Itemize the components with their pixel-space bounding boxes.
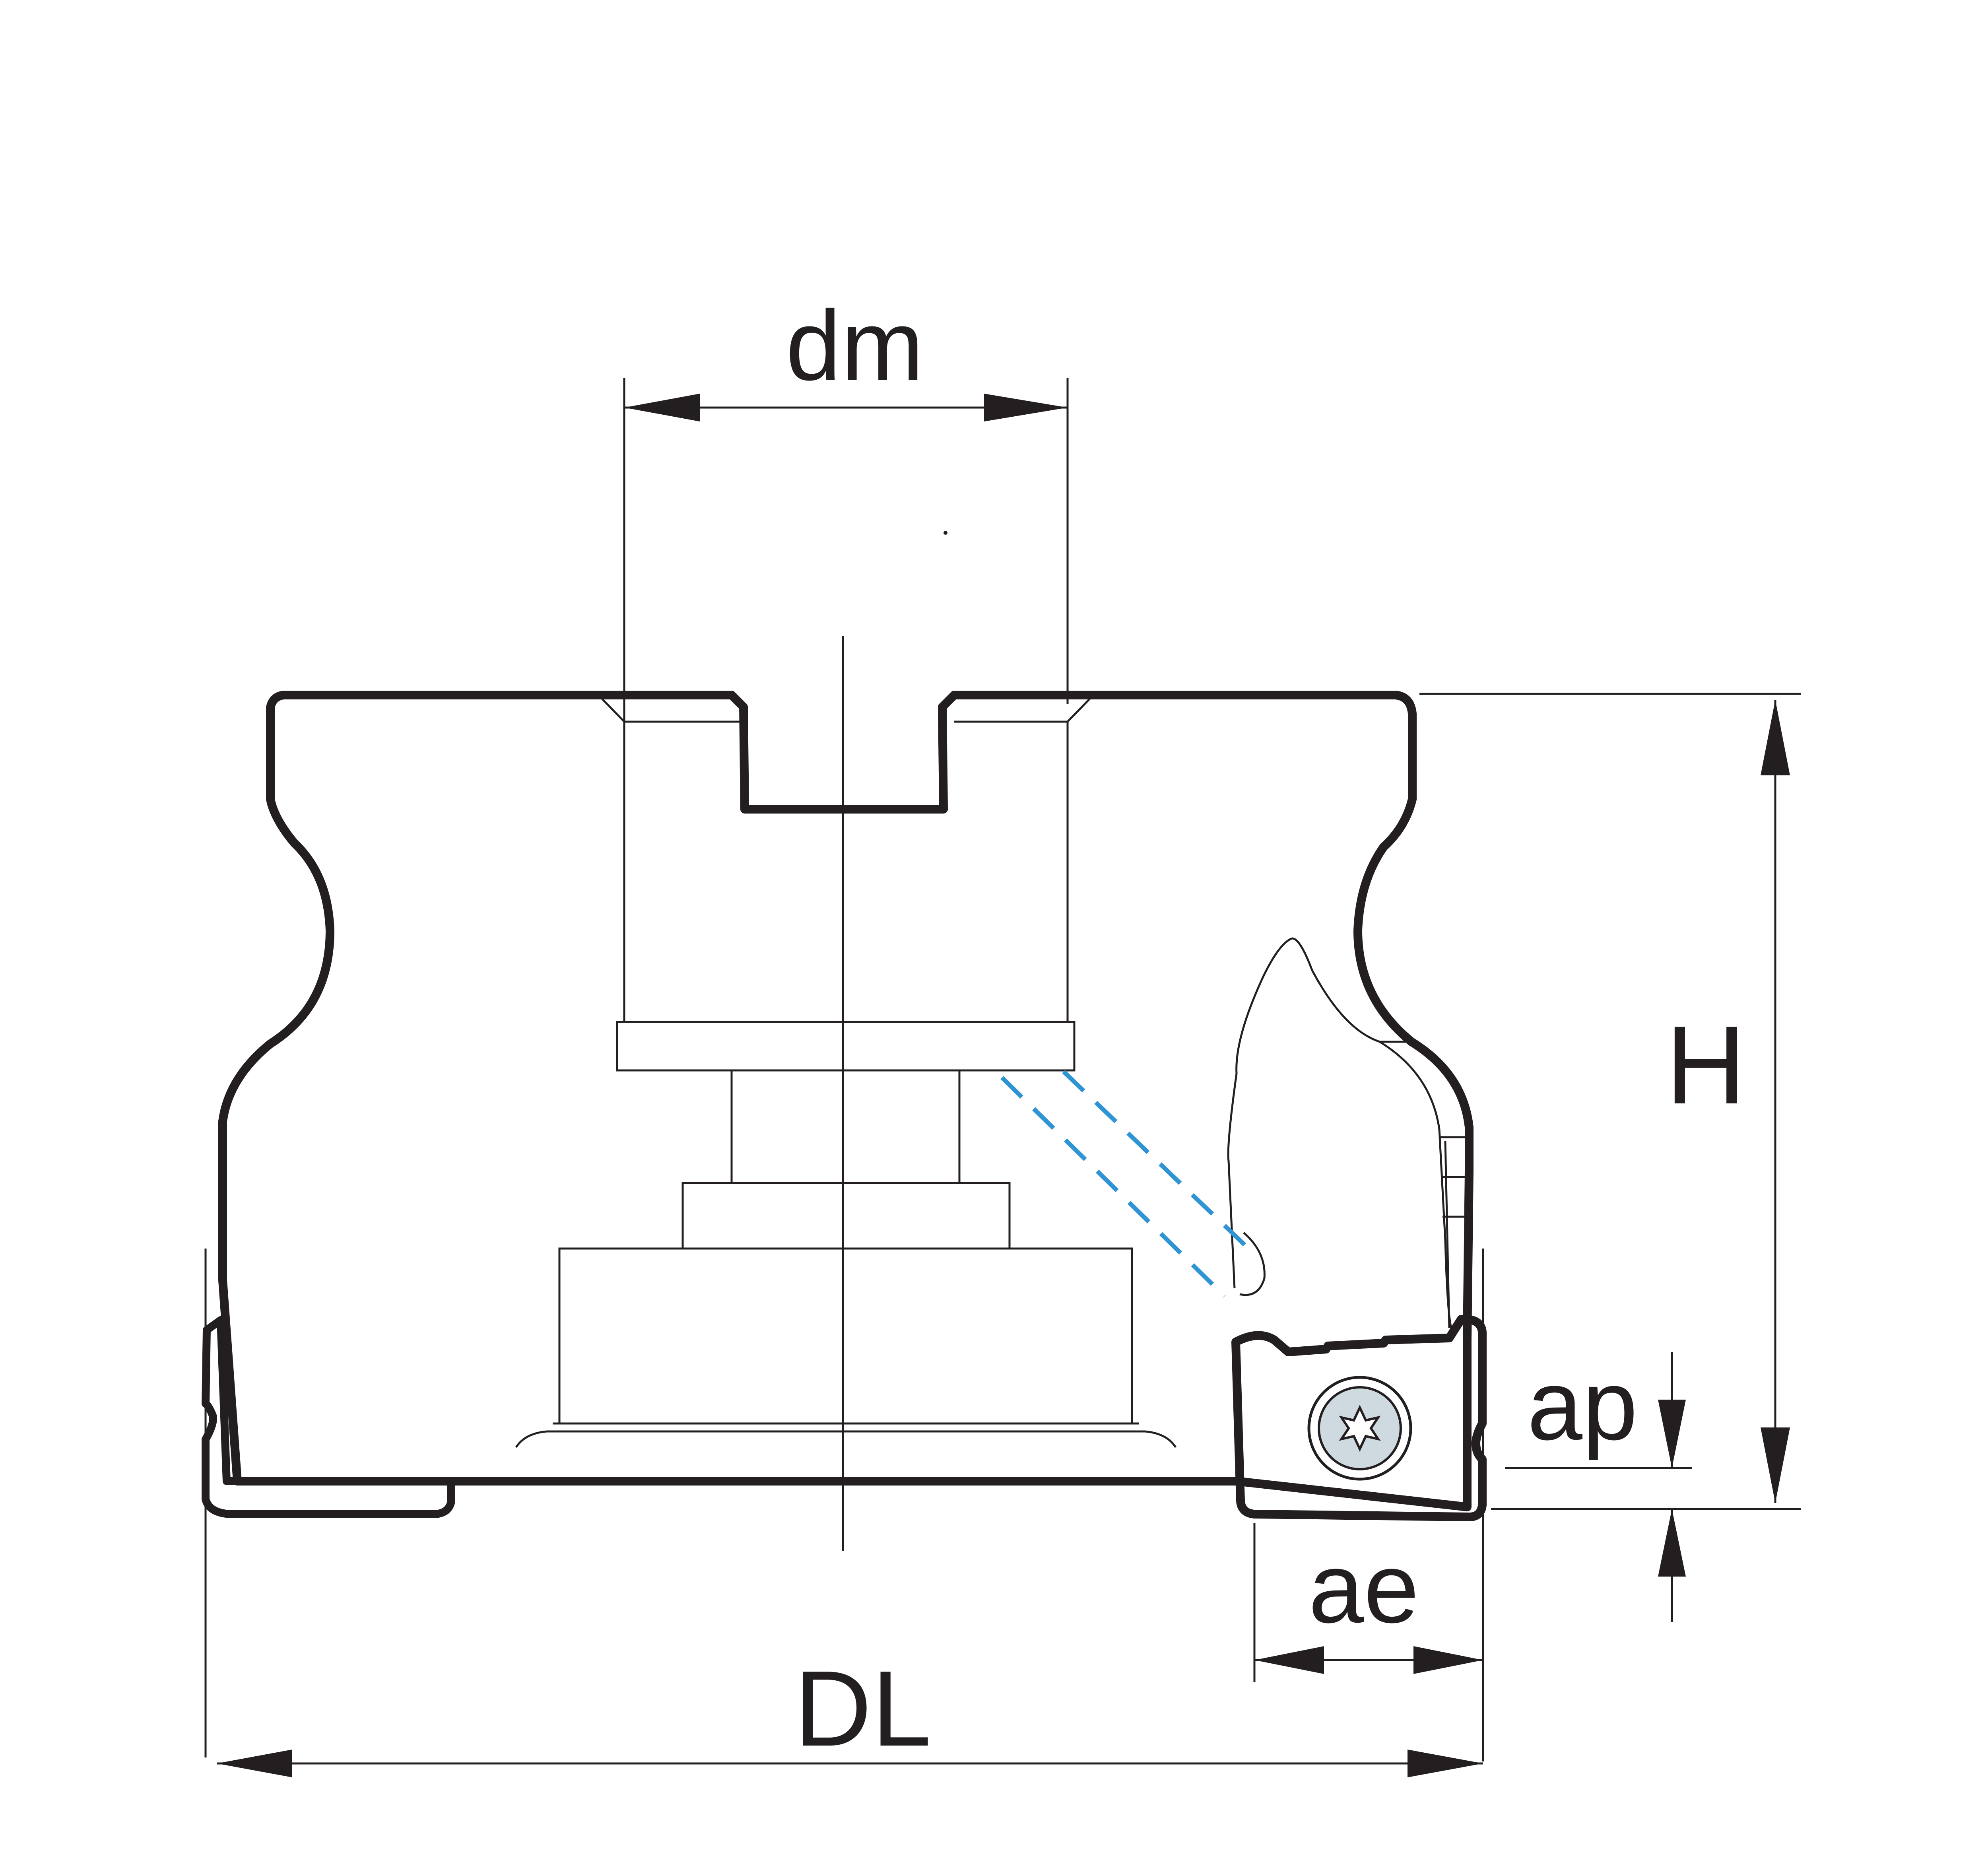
cutter-body-outline (218, 691, 1474, 1511)
ap-label: ap (1527, 1350, 1638, 1460)
ap-arrow-bottom (1658, 1509, 1686, 1577)
dim-dm: dm (623, 290, 1069, 722)
pocket-ramp (1239, 1232, 1266, 1296)
dim-H: H (1419, 693, 1801, 1510)
cutter-body (218, 691, 1474, 1511)
pocket-seat-line-4 (1444, 1141, 1450, 1328)
coolant-channels (1000, 1070, 1248, 1298)
right-insert (1231, 1315, 1487, 1521)
ae-arrow-right (1413, 1646, 1483, 1674)
arbour-bore (515, 694, 1177, 1448)
bore-shoulder (616, 1021, 1076, 1072)
DL-label: DL (794, 1649, 931, 1769)
dim-ae: ae (1253, 1249, 1484, 1761)
right-insert-body (1231, 1315, 1487, 1521)
dm-arrow-right (984, 394, 1068, 421)
stray-dot (944, 531, 947, 535)
H-arrow-bottom (1761, 1427, 1790, 1503)
dim-ap: ap (1505, 1350, 1692, 1622)
insert-screw-head (1307, 1376, 1412, 1481)
left-insert-body (202, 1316, 455, 1518)
ap-arrow-top (1658, 1400, 1686, 1468)
torx-screw-icon (1339, 1404, 1381, 1452)
bore-chamfer-left (598, 694, 625, 722)
H-label: H (1666, 1003, 1746, 1127)
counterbore-lower (558, 1247, 1133, 1425)
dm-label: dm (786, 290, 924, 401)
H-arrow-top (1761, 700, 1790, 775)
dm-arrow-left (624, 394, 700, 421)
bore-chamfer-right (1067, 694, 1094, 722)
coolant-channel-1 (1000, 1076, 1226, 1298)
bottom-recess-flare-left (515, 1430, 547, 1448)
DL-arrow-right (1408, 1750, 1483, 1777)
bottom-recess-flare-right (1145, 1430, 1177, 1448)
coolant-channel-2 (1062, 1070, 1248, 1248)
chip-gullet-contour (1227, 937, 1452, 1328)
insert-pocket (1227, 937, 1467, 1328)
counterbore-upper (681, 1182, 1011, 1250)
ae-arrow-left (1254, 1646, 1324, 1674)
ae-label: ae (1309, 1532, 1419, 1643)
DL-arrow-left (217, 1750, 292, 1777)
left-insert (202, 1316, 455, 1518)
dim-DL: DL (204, 1249, 1483, 1777)
